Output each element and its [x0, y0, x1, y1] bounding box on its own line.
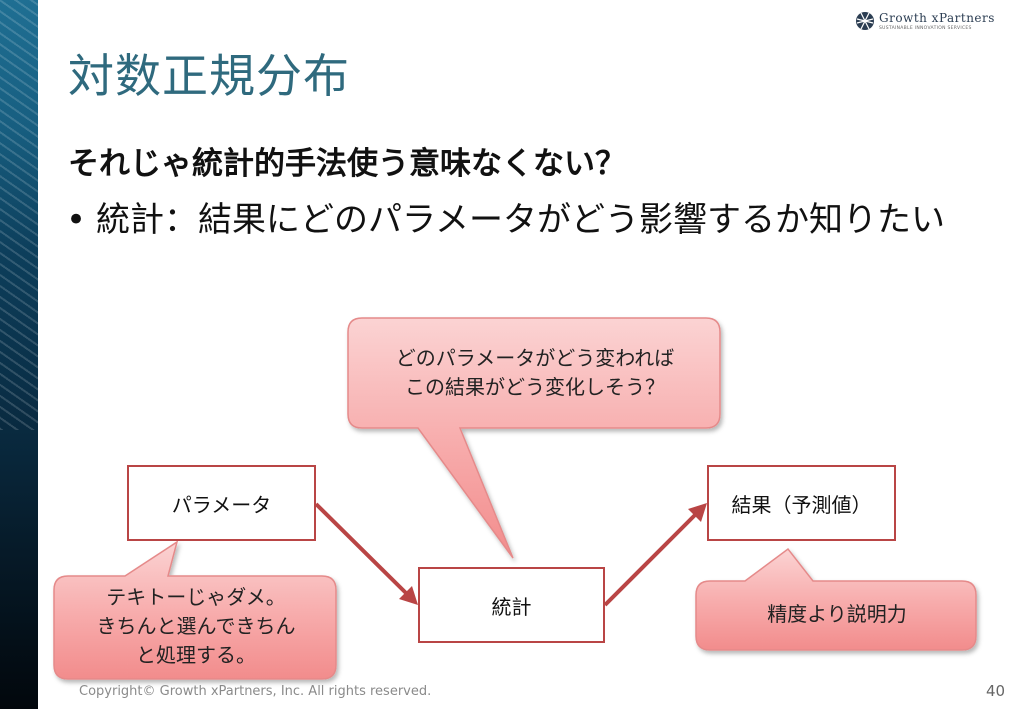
left-decorative-stripe — [0, 0, 38, 709]
callout-top-line-2: この結果がどう変化しそう？ — [405, 375, 665, 399]
bullet-text: 統計：結果にどのパラメータがどう影響するか知りたい — [96, 200, 945, 240]
globe-logo-icon — [856, 12, 874, 30]
callout-left-line-3: と処理する。 — [136, 643, 256, 667]
arrow-parameter-to-statistics — [314, 502, 409, 596]
company-logo: Growth xPartners SUSTAINABLE INNOVATION … — [855, 10, 1000, 34]
arrowhead-to-result — [688, 503, 707, 522]
callout-left-text: テキトーじゃダメ。 きちんと選んできちん と処理する。 — [56, 583, 336, 670]
callout-top-text: どのパラメータがどう変われば この結果がどう変化しそう？ — [350, 344, 720, 402]
logo-name: Growth xPartners — [879, 11, 995, 25]
slide-title: 対数正規分布 — [68, 49, 350, 103]
logo-tagline: SUSTAINABLE INNOVATION SERVICES — [879, 26, 972, 31]
bullet-dot-icon: • — [66, 200, 87, 240]
arrowhead-to-statistics — [399, 586, 418, 605]
stripe-texture — [0, 0, 38, 430]
callout-right-text: 精度より説明力 — [767, 602, 907, 626]
callout-left-shape — [53, 540, 337, 680]
result-box: 結果（予測値） — [707, 465, 896, 541]
callout-left-line-1: テキトーじゃダメ。 — [106, 585, 286, 609]
callout-left-line-2: きちんと選んできちん — [96, 614, 296, 638]
slide-subtitle: それじゃ統計的手法使う意味なくない？ — [68, 146, 626, 182]
page-number: 40 — [986, 682, 1006, 700]
parameter-box: パラメータ — [127, 465, 316, 541]
callout-right-shape — [695, 547, 977, 651]
statistics-box: 統計 — [418, 567, 605, 643]
callout-top-line-1: どのパラメータがどう変われば — [395, 346, 675, 370]
arrow-statistics-to-result — [603, 512, 698, 607]
callout-top-shape — [347, 317, 721, 559]
copyright-footer: Copyright© Growth xPartners, Inc. All ri… — [79, 684, 432, 699]
